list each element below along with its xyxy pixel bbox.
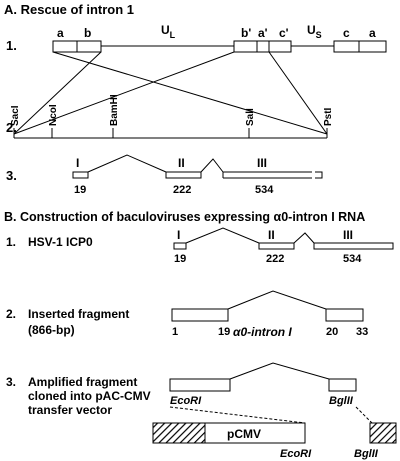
segment-c-prime	[268, 40, 292, 53]
inserted-fragment-size: (866-bp)	[28, 323, 75, 337]
amplified-intron-splice	[229, 362, 330, 380]
bglii-insertion-line	[355, 406, 373, 424]
exon-3-label: III	[257, 156, 267, 170]
label-c-right: c	[343, 26, 350, 40]
amplified-exon-2	[328, 378, 357, 392]
site-psti: PstI	[323, 107, 334, 126]
size-534: 534	[255, 184, 274, 196]
exon-1	[72, 171, 89, 179]
intron-name-label: α0-intron I	[233, 325, 292, 339]
transfer-vector	[152, 422, 397, 444]
segment-b-prime	[233, 40, 258, 53]
inserted-fragment-label: Inserted fragment	[28, 307, 129, 321]
restriction-map	[13, 128, 328, 139]
exon-3-end	[315, 171, 323, 179]
icp0-size-534: 534	[343, 253, 362, 265]
segment-a-prime	[256, 40, 270, 53]
pcmv-box	[204, 422, 306, 444]
panel-b-row2-number: 2.	[6, 307, 16, 321]
segment-b-left	[76, 40, 102, 53]
icp0-exon-1	[173, 242, 187, 250]
icp0-intron-1-splice	[185, 227, 260, 244]
label-ul: UL	[161, 23, 176, 40]
icp0-size-222: 222	[266, 253, 284, 265]
icp0-exon-2-label: II	[268, 228, 275, 242]
site-saci: SacI	[10, 105, 21, 126]
site-bamhi: BamHI	[109, 94, 120, 126]
exon-structure-a	[72, 154, 323, 179]
exon-2-label: II	[178, 156, 185, 170]
amplified-fragment	[169, 362, 357, 392]
label-a-prime: a'	[258, 26, 268, 40]
panel-a-row3-number: 3.	[6, 168, 17, 183]
icp0-exon-3-label: III	[343, 228, 353, 242]
inserted-exon-2	[325, 308, 364, 322]
panel-a-row1-number: 1.	[6, 38, 17, 53]
ecori-site: EcoRI	[170, 395, 202, 407]
ecori-insertion-line	[169, 406, 306, 424]
label-a-left: a	[57, 26, 64, 40]
position-20: 20	[326, 326, 338, 338]
vector-ecori-site: EcoRI	[280, 448, 312, 460]
pcmv-label: pCMV	[227, 427, 261, 441]
amplified-label-line3: transfer vector	[28, 403, 112, 417]
icp0-structure	[173, 227, 394, 250]
inserted-intron-splice	[227, 290, 327, 310]
exon-3	[222, 171, 312, 179]
exon-1-label: I	[76, 156, 79, 170]
panel-b-row3-number: 3.	[6, 375, 16, 389]
position-19: 19	[218, 326, 230, 338]
genome-map	[52, 40, 387, 53]
vector-hatched-right	[369, 422, 397, 444]
vector-bglii-site: BglII	[354, 448, 379, 460]
segment-c-right	[333, 40, 360, 53]
position-1: 1	[172, 326, 178, 338]
size-19: 19	[74, 184, 86, 196]
intron-1-splice	[87, 154, 167, 173]
panel-b-title: B. Construction of baculoviruses express…	[4, 210, 365, 224]
panel-b-row1-number: 1.	[6, 235, 16, 249]
icp0-exon-2	[258, 242, 295, 250]
amplified-label-line2: cloned into pAC-CMV	[28, 389, 151, 403]
amplified-exon-1	[169, 378, 231, 392]
icp0-exon-1-label: I	[177, 228, 180, 242]
label-c-prime: c'	[279, 26, 289, 40]
intron-2-splice	[200, 158, 224, 173]
inserted-fragment	[171, 290, 364, 322]
segment-a-right	[358, 40, 387, 53]
segment-a-left	[52, 40, 78, 53]
site-sali: SalI	[245, 108, 256, 126]
exon-2	[165, 171, 202, 179]
icp0-intron-2-splice	[293, 232, 315, 244]
vector-hatched-left	[152, 422, 206, 444]
icp0-size-19: 19	[174, 253, 186, 265]
label-b-left: b	[84, 26, 91, 40]
label-us: US	[307, 23, 322, 40]
label-b-prime: b'	[241, 26, 251, 40]
icp0-label: HSV-1 ICP0	[28, 235, 93, 249]
size-222: 222	[173, 184, 191, 196]
expansion-lines	[13, 51, 328, 135]
panel-a-row2-number: 2.	[6, 120, 17, 135]
amplified-label-line1: Amplified fragment	[28, 375, 137, 389]
label-a-right: a	[369, 26, 376, 40]
icp0-exon-3	[313, 242, 394, 250]
site-ncoi: NcoI	[48, 104, 59, 126]
panel-a-title: A. Rescue of intron 1	[4, 2, 134, 17]
position-33: 33	[356, 326, 368, 338]
inserted-exon-1	[171, 308, 229, 322]
bglii-site: BglII	[329, 395, 354, 407]
